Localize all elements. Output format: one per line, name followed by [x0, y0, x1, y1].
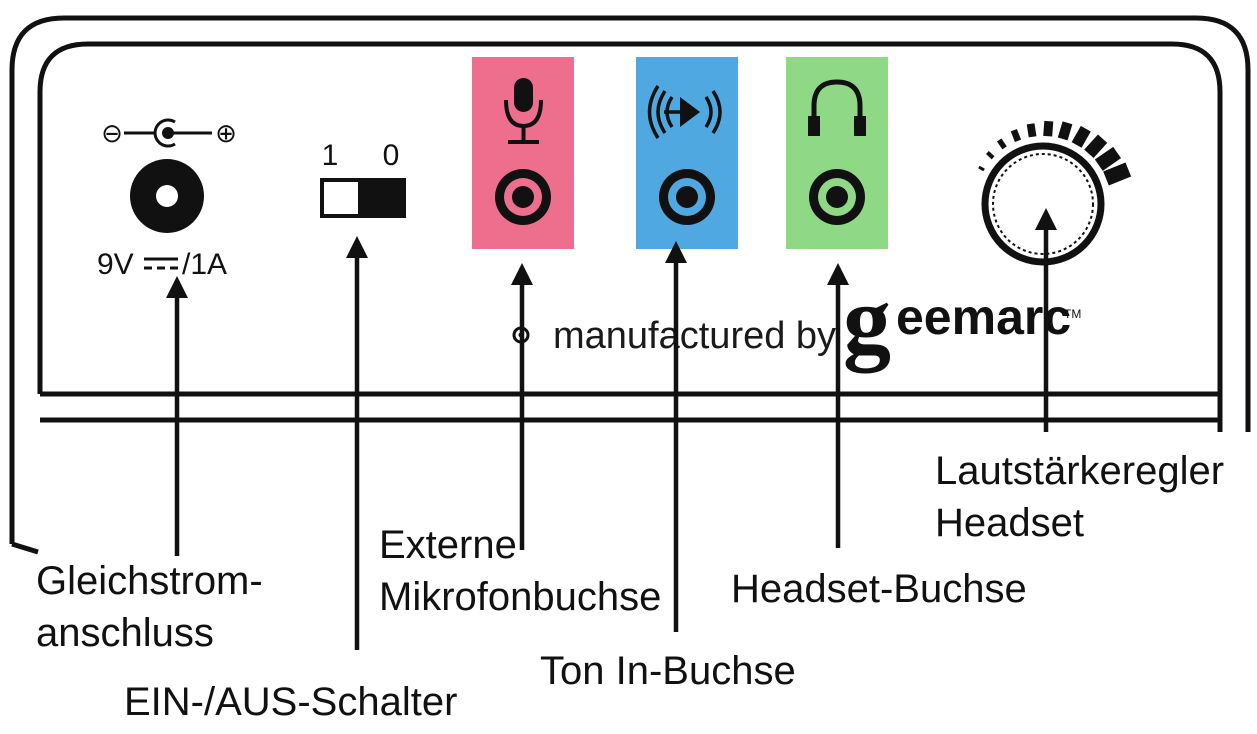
volume-knob [978, 120, 1132, 266]
power-switch: 1 0 [320, 139, 406, 218]
microphone-icon [504, 78, 543, 144]
headset-jack [786, 57, 888, 249]
callout-arrows [166, 208, 1057, 650]
arrow-ext-mic [511, 263, 533, 550]
arrow-headset-jack [827, 263, 849, 548]
volume-scale-icon [978, 120, 1132, 186]
microphone-jack [472, 57, 574, 249]
volume-scale-segment [978, 165, 985, 172]
label-volume-line2: Headset [935, 501, 1084, 545]
label-ext-mic-line2: Mikrofonbuchse [379, 575, 661, 619]
power-rating-prefix: 9V [97, 248, 134, 281]
callout-labels: Gleichstrom- anschluss EIN-/AUS-Schalter… [36, 449, 1224, 724]
volume-scale-segment [1010, 128, 1022, 143]
label-power-switch: EIN-/AUS-Schalter [124, 680, 457, 724]
switch-label-off: 0 [383, 139, 400, 172]
label-headset-jack: Headset-Buchse [731, 567, 1027, 611]
switch-slider [358, 180, 404, 216]
label-dc-power-line1: Gleichstrom- [36, 559, 263, 603]
brand-g: g [843, 266, 891, 373]
sound-wave-icon [647, 85, 722, 139]
arrow-volume [1035, 208, 1057, 432]
volume-scale-segment [1057, 121, 1073, 141]
brand-name: eemarc [896, 289, 1071, 345]
label-audio-in: Ton In-Buchse [540, 649, 796, 693]
label-dc-power-line2: anschluss [36, 611, 214, 655]
volume-scale-segment [1026, 123, 1037, 138]
polarity-plus-icon: ⊕ [215, 119, 237, 149]
headphones-icon [808, 79, 866, 136]
arrow-dc-power [166, 276, 188, 556]
dc-power-jack: ⊖ ⊕ 9V /1A [97, 118, 237, 281]
label-ext-mic-line1: Externe [379, 523, 517, 567]
arrow-power-switch [346, 236, 368, 650]
label-volume-line1: Lautstärkeregler [935, 449, 1224, 493]
volume-scale-segment [1094, 146, 1122, 171]
volume-scale-segment [985, 150, 995, 160]
polarity-center-icon [124, 118, 212, 148]
volume-scale-segment [1043, 120, 1054, 137]
power-rating-suffix: /1A [182, 248, 227, 281]
dc-symbol-icon [144, 257, 178, 270]
volume-scale-segment [996, 138, 1007, 150]
device-outline [9, 15, 1251, 555]
arrow-audio-in [665, 241, 687, 632]
volume-scale-segment [1084, 134, 1108, 159]
volume-scale-segment [1103, 162, 1132, 186]
audio-in-jack [636, 57, 738, 249]
polarity-minus-icon: ⊖ [101, 119, 123, 149]
switch-label-on: 1 [322, 139, 339, 172]
brand-trademark: TM [1064, 307, 1081, 321]
brand-prefix: manufactured by [553, 315, 836, 357]
volume-scale-segment [1071, 125, 1091, 148]
brand-logo: manufactured by g eemarc TM [512, 266, 1081, 373]
